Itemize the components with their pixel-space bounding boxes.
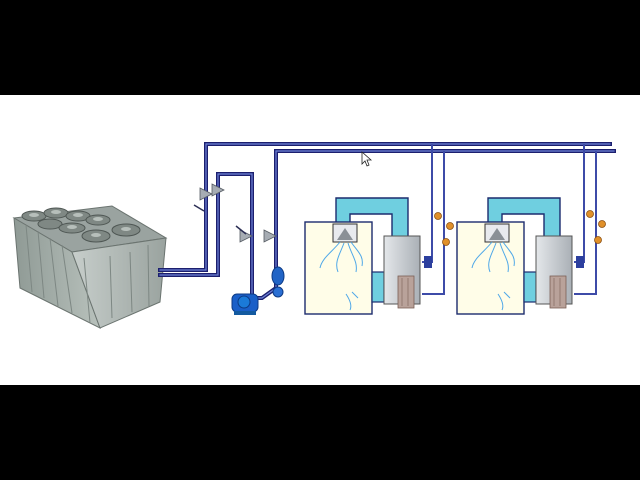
cursor-icon [361, 151, 373, 167]
letterbox-bottom [0, 385, 640, 480]
ahu-icon [383, 235, 421, 309]
valve-icon [576, 210, 606, 268]
airflow [319, 241, 363, 311]
room-unit-2 [456, 144, 606, 315]
letterbox-top [0, 0, 640, 95]
ahu-icon [535, 235, 573, 309]
diffuser-icon [332, 223, 358, 243]
pump-icon [231, 266, 285, 315]
valve-icon [193, 183, 277, 243]
valve-icon [424, 212, 454, 268]
diffuser-icon [484, 223, 510, 243]
room-unit-1 [304, 144, 454, 315]
chiller-icon [12, 205, 168, 330]
airflow [471, 241, 515, 311]
